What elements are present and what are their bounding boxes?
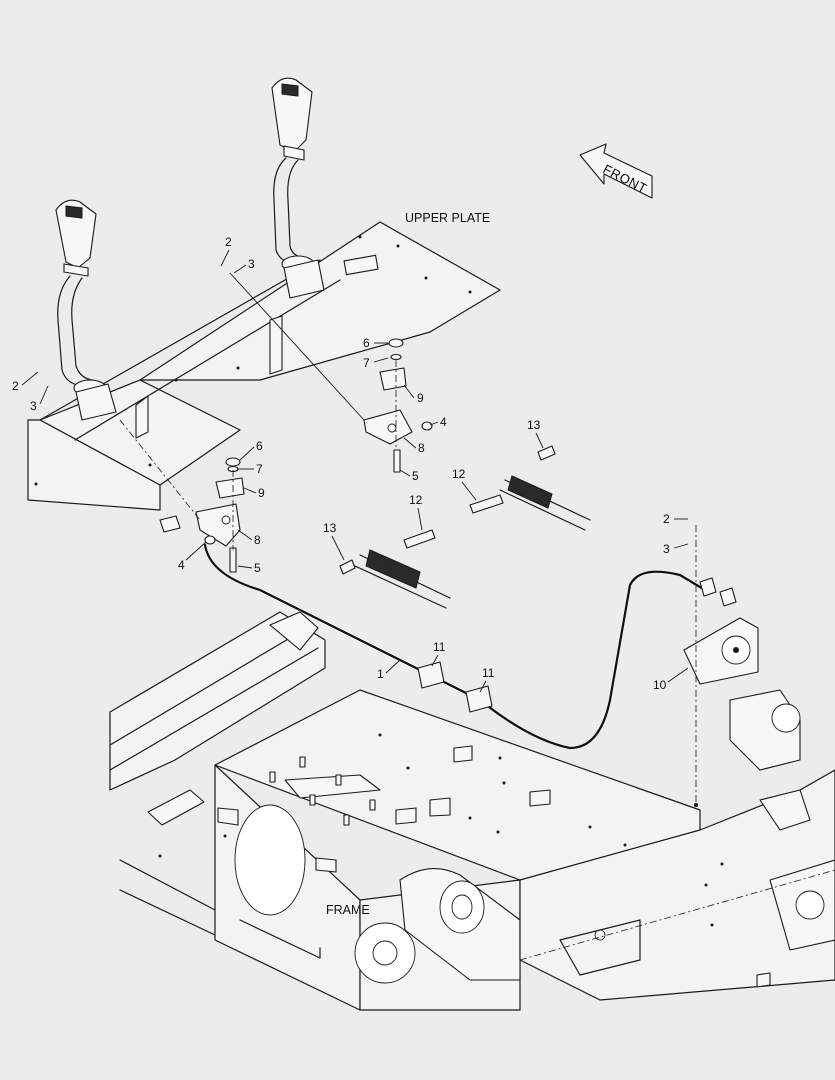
wire-harness (203, 543, 707, 750)
callout-2: 2 (225, 235, 232, 249)
callout-13: 13 (527, 418, 541, 432)
gas-spring-right (469, 445, 591, 531)
callout-5: 5 (412, 469, 419, 483)
callout-9: 9 (258, 486, 265, 500)
callout-7: 7 (363, 356, 370, 370)
callout-4: 4 (440, 415, 447, 429)
callout-11: 11 (433, 640, 446, 654)
frame-assembly (109, 611, 835, 1011)
callout-12: 12 (409, 493, 423, 507)
front-arrow: FRONT (579, 143, 653, 199)
alarm-buzzer (683, 525, 759, 807)
callout-6: 6 (256, 439, 263, 453)
callout-3: 3 (663, 542, 670, 556)
callout-3: 3 (248, 257, 255, 271)
callout-2: 2 (663, 512, 670, 526)
upper-plate-label: UPPER PLATE (405, 211, 490, 225)
callout-5: 5 (254, 561, 261, 575)
callout-8: 8 (254, 533, 261, 547)
right-switch-bracket-group (229, 272, 433, 473)
callout-9: 9 (417, 391, 424, 405)
upper-plate-assembly (27, 221, 501, 511)
left-switch-bracket-group (119, 419, 245, 573)
callout-7: 7 (256, 462, 263, 476)
callout-6: 6 (363, 336, 370, 350)
callouts: 2 3 2 3 6 7 9 4 8 5 6 7 9 8 4 5 13 12 (12, 235, 689, 693)
callout-8: 8 (418, 441, 425, 455)
callout-12: 12 (452, 467, 466, 481)
callout-2: 2 (12, 379, 19, 393)
callout-3: 3 (30, 399, 37, 413)
gas-spring-left (339, 529, 451, 609)
left-joystick (55, 199, 117, 421)
right-joystick (271, 77, 325, 299)
frame-label: FRAME (326, 903, 370, 917)
callout-4: 4 (178, 558, 185, 572)
callout-11: 11 (482, 666, 495, 680)
callout-1: 1 (377, 667, 384, 681)
callout-10: 10 (653, 678, 667, 692)
callout-13: 13 (323, 521, 337, 535)
